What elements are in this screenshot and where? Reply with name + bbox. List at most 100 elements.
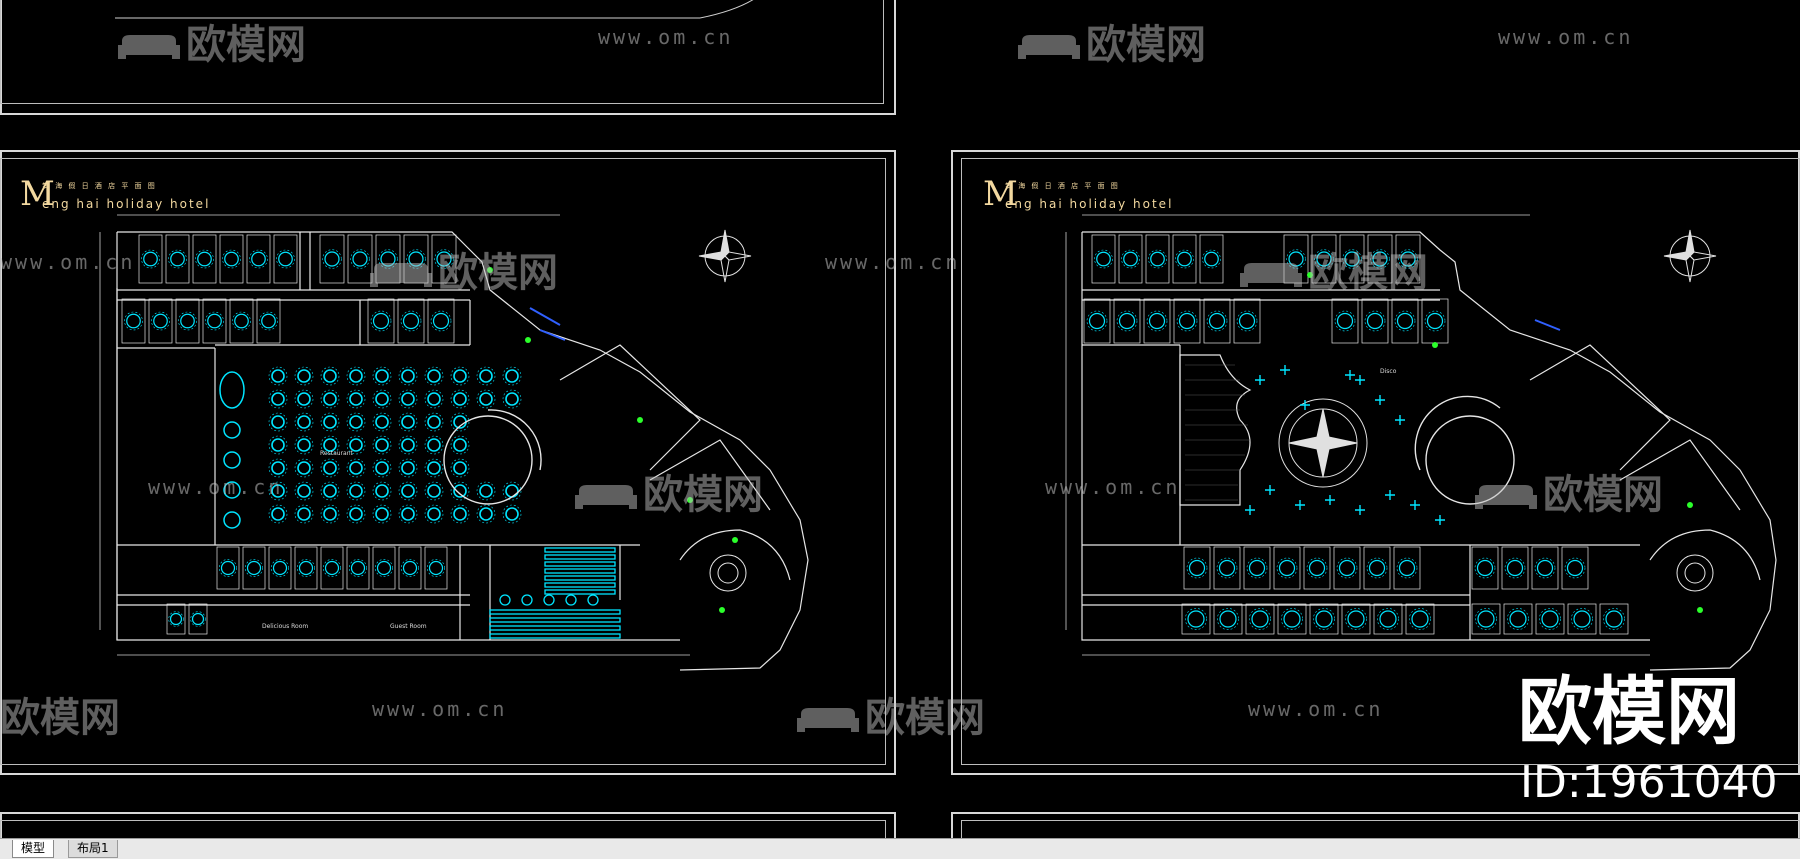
room-wall <box>219 234 244 284</box>
watermark-url: www.om.cn <box>598 25 734 49</box>
room-table <box>298 560 314 576</box>
room-chairs <box>271 559 289 577</box>
table-chairs <box>398 435 418 455</box>
room-table <box>352 251 368 267</box>
round-table <box>427 392 441 406</box>
table-chairs <box>268 458 288 478</box>
round-table <box>323 392 337 406</box>
round-table <box>479 484 493 498</box>
round-table <box>505 484 519 498</box>
room-wall <box>1118 234 1143 284</box>
round-table <box>427 369 441 383</box>
watermark-brand-text: 欧模网 <box>1086 22 1206 68</box>
table-chairs <box>294 504 314 524</box>
room-chairs <box>151 311 170 331</box>
watermark-brand-text: 欧模网 <box>643 472 763 518</box>
room-chairs <box>1116 310 1138 332</box>
plan-title-chinese: 梦 海 假 日 酒 店 平 面 图 <box>42 182 157 190</box>
room-table <box>1372 251 1388 267</box>
room-chairs <box>1086 310 1108 332</box>
room-chairs <box>322 249 342 269</box>
round-table <box>297 438 311 452</box>
star-marker <box>1385 490 1395 500</box>
room-table <box>1573 610 1591 628</box>
watermark-logo: 欧模网 <box>118 12 306 70</box>
table-chairs <box>424 366 444 386</box>
room-chairs <box>1313 608 1335 630</box>
room-table <box>428 560 444 576</box>
long-table <box>489 609 621 615</box>
star-marker <box>1245 505 1255 515</box>
watermark-brand-text: 欧模网 <box>0 695 120 741</box>
round-table <box>427 507 441 521</box>
round-table <box>427 484 441 498</box>
room-chairs <box>1236 310 1258 332</box>
room-table <box>1566 559 1584 577</box>
watermark-logo: 欧模网 <box>0 685 120 743</box>
room-wall <box>1393 546 1421 590</box>
plan-title-english: eng hai holiday hotel <box>42 197 211 211</box>
room-table <box>1506 559 1524 577</box>
plan-left <box>99 214 809 671</box>
round-table <box>401 507 415 521</box>
tab-model[interactable]: 模型 <box>12 840 55 858</box>
long-table <box>544 589 616 595</box>
room-table <box>376 560 392 576</box>
room-wall <box>166 603 186 635</box>
sofa-icon <box>118 31 180 63</box>
long-table <box>544 547 616 553</box>
table-chairs <box>346 458 366 478</box>
table-chairs <box>346 389 366 409</box>
room-chairs <box>401 559 419 577</box>
round-table <box>271 507 285 521</box>
star-marker <box>1435 515 1445 525</box>
room-chairs <box>430 310 452 332</box>
room-table <box>1509 610 1527 628</box>
room-chairs <box>1175 249 1194 269</box>
room-table <box>402 312 420 330</box>
room-table <box>1283 610 1301 628</box>
watermark-brand-text: 欧模网 <box>865 695 985 741</box>
room-wall <box>256 298 281 344</box>
room-table <box>372 312 390 330</box>
round-table <box>349 461 363 475</box>
room-wall <box>229 298 254 344</box>
round-table <box>453 438 467 452</box>
top-dimension-line <box>115 0 754 19</box>
room-table <box>1344 251 1360 267</box>
room-chairs <box>1475 608 1497 630</box>
table-chairs <box>372 504 392 524</box>
room-chairs <box>1148 249 1167 269</box>
room-table <box>1368 559 1386 577</box>
round-table <box>375 461 389 475</box>
sheet-bottom-left-inner <box>0 820 886 838</box>
room-chairs <box>1364 310 1386 332</box>
room-table <box>246 560 262 576</box>
room-chairs <box>1342 249 1362 269</box>
round-table <box>479 392 493 406</box>
watermark-brand-text: 欧模网 <box>1308 250 1428 296</box>
room-table <box>324 251 340 267</box>
drawing-canvas[interactable]: M 梦 海 假 日 酒 店 平 面 图 eng hai holiday hote… <box>0 0 1800 838</box>
star-marker <box>1280 365 1290 375</box>
disco-stars <box>1245 365 1445 525</box>
round-table <box>349 369 363 383</box>
sheet-plan-left <box>0 150 896 775</box>
round-table <box>271 438 285 452</box>
round-table <box>427 415 441 429</box>
table-chairs <box>424 412 444 432</box>
room-wall <box>1471 603 1501 635</box>
tab-layout1[interactable]: 布局1 <box>68 840 118 858</box>
hatched-dance-area <box>1185 364 1250 501</box>
long-table <box>544 568 616 574</box>
room-table <box>1400 251 1416 267</box>
room-label-corridor-a: Delicious Room <box>262 623 309 630</box>
room-wall <box>1339 234 1365 284</box>
plan-title-initial: M <box>20 174 55 214</box>
watermark-url: www.om.cn <box>1498 25 1634 49</box>
room-chairs <box>1217 608 1239 630</box>
room-wall <box>216 546 240 590</box>
room-table <box>1316 251 1332 267</box>
round-table <box>271 415 285 429</box>
room-table <box>224 251 239 267</box>
